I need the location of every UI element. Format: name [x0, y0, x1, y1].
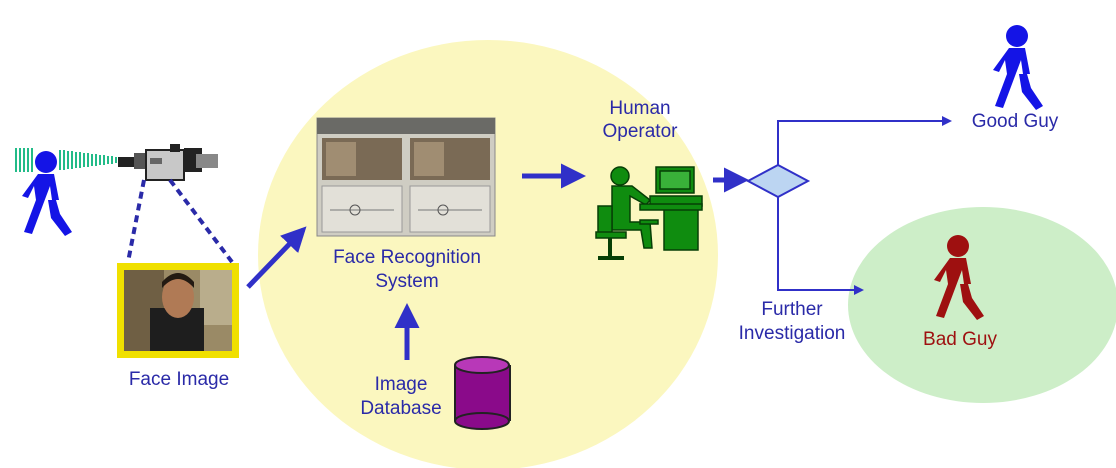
video-camera-icon — [118, 144, 218, 181]
further-investigation-label-line2: Investigation — [738, 323, 846, 344]
scan-lines — [15, 148, 117, 172]
camera-view-line-right — [168, 178, 234, 264]
good-guy-person-icon — [993, 25, 1043, 110]
camera-view-line-left — [126, 179, 146, 263]
image-database-label-line1: Image — [374, 374, 428, 395]
branch-line-bad — [777, 197, 864, 295]
image-database-label-line2: Database — [360, 398, 442, 419]
bad-guy-label: Bad Guy — [923, 329, 997, 350]
further-investigation-label-line1: Further — [761, 299, 823, 320]
database-cylinder-icon — [454, 356, 511, 430]
human-operator-label-line1: Human — [609, 98, 671, 119]
face-recognition-screenshot — [316, 117, 496, 237]
face-recognition-label-line2: System — [375, 271, 439, 292]
face-image — [117, 263, 239, 358]
operator-at-computer-icon — [595, 166, 703, 260]
branch-line-good — [777, 116, 952, 165]
good-guy-label: Good Guy — [971, 111, 1059, 132]
bad-guy-region — [848, 207, 1116, 403]
face-image-label: Face Image — [128, 369, 230, 390]
decision-diamond-icon — [745, 163, 811, 199]
human-operator-label-line2: Operator — [602, 121, 678, 142]
arrow-face-to-system — [246, 226, 307, 289]
face-recognition-label-line1: Face Recognition — [333, 247, 481, 268]
